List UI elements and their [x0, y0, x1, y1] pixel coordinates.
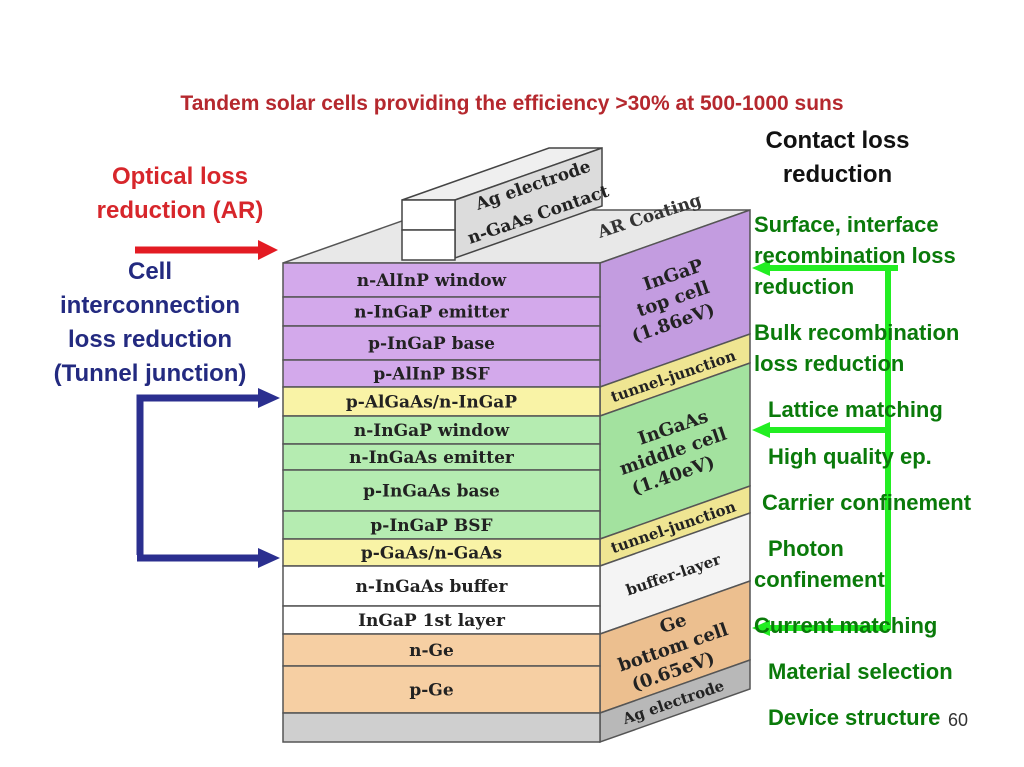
right-item-5: Lattice matching: [768, 397, 943, 422]
layer-label-12: n-Ge: [409, 641, 454, 661]
contact-loss-label: Contact loss reduction: [735, 124, 940, 192]
green-arrowhead-middle: [752, 422, 770, 438]
layer-rect-3: [282, 359, 601, 388]
front-layers: n-AlInP window n-InGaP emitter p-InGaP bas…: [282, 262, 601, 743]
layer-label-6: n-InGaAs emitter: [349, 448, 515, 468]
right-item-12: Device structure: [768, 705, 941, 730]
layer-rect-9: [282, 538, 601, 567]
ag-electrode-front: [401, 199, 456, 231]
layer-label-2: p-InGaP base: [368, 334, 495, 354]
interconnection-line3: loss reduction: [67, 326, 233, 353]
interconnection-line1: Cell: [127, 258, 172, 285]
right-item-1: recombination loss: [754, 243, 956, 268]
layer-rect-8: [282, 510, 601, 540]
optical-loss-line2: reduction (AR): [96, 197, 264, 224]
contact-loss-line2: reduction: [782, 161, 893, 188]
right-item-8: Photon: [768, 536, 844, 561]
right-item-3: Bulk recombination: [754, 320, 960, 345]
interconnection-line4: (Tunnel junction): [53, 360, 247, 387]
right-item-7: Carrier confinement: [762, 490, 972, 515]
layer-rect-13: [282, 665, 601, 714]
green-arrowhead-top: [752, 260, 770, 276]
tunnel-junction-arrowhead-lower: [258, 548, 280, 568]
contact-loss-line1: Contact loss: [765, 127, 910, 154]
optical-loss-arrowhead: [258, 240, 278, 260]
optical-loss-line1: Optical loss: [111, 163, 249, 190]
optical-loss-label: Optical loss reduction (AR): [70, 160, 290, 228]
layer-rect-11: [282, 605, 601, 635]
layer-label-8: p-InGaP BSF: [370, 516, 492, 536]
interconnection-line2: interconnection: [59, 292, 240, 319]
layer-rect-12: [282, 633, 601, 667]
layer-label-3: p-AlInP BSF: [373, 365, 489, 385]
layer-rect-4: [282, 386, 601, 417]
right-item-6: High quality ep.: [768, 444, 932, 469]
page-number: 60: [947, 710, 968, 730]
right-item-0: Surface, interface: [754, 212, 939, 237]
tunnel-junction-arrowhead-upper: [258, 388, 280, 408]
layer-label-4: p-AlGaAs/n-InGaP: [346, 393, 517, 413]
layer-label-1: n-InGaP emitter: [354, 303, 510, 323]
layer-rect-10: [282, 565, 601, 607]
layer-label-11: InGaP 1st layer: [358, 611, 506, 631]
layer-rect-0: [282, 262, 601, 298]
slide-title: Tandem solar cells providing the efficie…: [180, 92, 844, 115]
layer-label-5: n-InGaP window: [354, 421, 510, 441]
layer-label-13: p-Ge: [409, 681, 453, 701]
right-item-4: loss reduction: [754, 351, 905, 376]
layer-rect-6: [282, 443, 601, 471]
layer-rect-14: [282, 712, 601, 743]
interconnection-loss-label: Cell interconnection loss reduction (Tun…: [20, 255, 280, 391]
layer-label-10: n-InGaAs buffer: [356, 577, 509, 597]
ngaas-contact-front: [401, 229, 456, 261]
right-item-11: Material selection: [768, 659, 953, 684]
right-item-10: Current matching: [754, 613, 938, 638]
right-item-2: reduction: [754, 274, 855, 299]
layer-label-7: p-InGaAs base: [363, 482, 500, 502]
layer-rect-1: [282, 296, 601, 327]
green-arrowhead-bottom: [752, 620, 770, 636]
layer-label-0: n-AlInP window: [357, 271, 507, 291]
layer-rect-7: [282, 469, 601, 512]
layer-rect-5: [282, 415, 601, 445]
tunnel-junction-bracket-upper: [136, 394, 262, 555]
layer-label-9: p-GaAs/n-GaAs: [361, 544, 502, 564]
right-item-9: confinement: [754, 567, 885, 592]
